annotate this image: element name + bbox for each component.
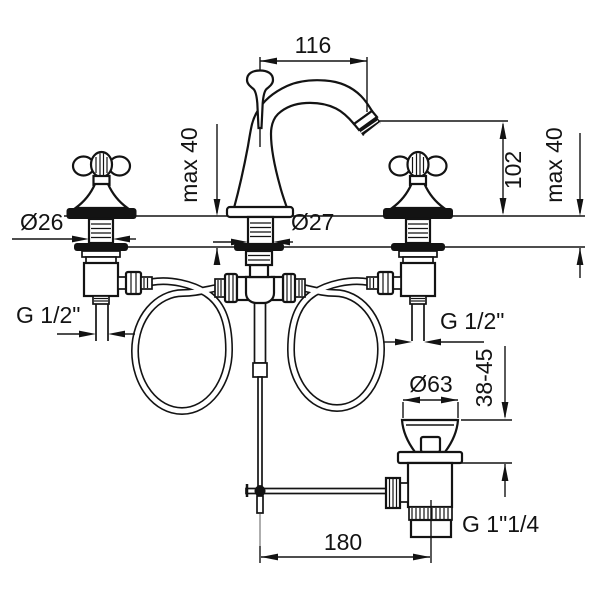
- dim-deck-max40-left: max 40: [176, 124, 221, 265]
- valve-port: [392, 276, 402, 290]
- spout-lower-shank: [244, 249, 274, 267]
- popup-guide-tube: [253, 300, 267, 364]
- rod-ball-joint: [254, 485, 266, 497]
- spout: [225, 69, 381, 267]
- dim-rod-offset-180: 180: [259, 500, 432, 563]
- tee-right-ferrule: [294, 278, 306, 298]
- dim-label-d26: Ø26: [20, 209, 63, 235]
- handle-bell: [72, 182, 131, 210]
- dim-spout-hole-d27: Ø27: [213, 209, 334, 246]
- valve-washer: [398, 250, 438, 258]
- valve-washer: [81, 250, 121, 258]
- dim-label-180: 180: [324, 529, 362, 555]
- left-handle: [66, 150, 137, 219]
- dim-label-g114: G 1"1/4: [462, 511, 539, 537]
- horizontal-rod: [245, 487, 387, 495]
- dim-label-d27: Ø27: [291, 209, 334, 235]
- waste-body: [406, 461, 454, 509]
- valve-body: [82, 261, 120, 298]
- valve-port-ferrule: [140, 276, 153, 290]
- handle-bell: [388, 182, 448, 210]
- popup-waste-drain: [384, 418, 464, 539]
- rod-collar: [252, 362, 268, 378]
- spout-flange: [234, 243, 284, 251]
- spout-body: [232, 79, 374, 210]
- handle-skirt: [66, 208, 137, 219]
- handle-skirt: [383, 208, 453, 219]
- dim-label-102: 102: [500, 151, 526, 189]
- valve-flange: [74, 243, 128, 251]
- valve-tail-thread: [409, 295, 427, 305]
- waste-plug-opening: [419, 435, 442, 454]
- dim-spout-reach-116: 116: [259, 32, 368, 112]
- tee-left-ferrule: [214, 278, 226, 298]
- right-handle: [383, 150, 453, 219]
- deck-lines: [64, 215, 585, 248]
- dim-waste-d63: Ø63: [402, 371, 459, 418]
- tee-neck: [248, 263, 270, 279]
- dim-label-max40-left: max 40: [176, 127, 202, 202]
- valve-tail-thread: [92, 295, 110, 305]
- right-valve: [366, 217, 445, 341]
- dim-thread-g12-right: G 1/2": [384, 308, 504, 346]
- dim-outlet-height-102: 102: [378, 120, 526, 215]
- tee-left-nut: [223, 272, 239, 304]
- dim-handle-hole-d26: Ø26: [12, 209, 136, 243]
- dim-label-g12-right: G 1/2": [440, 308, 504, 334]
- waste-rod-connector: [399, 482, 409, 503]
- valve-port: [117, 276, 127, 290]
- valve-shank: [404, 217, 432, 245]
- dim-label-g12-left: G 1/2": [16, 302, 80, 328]
- dim-label-38-45: 38-45: [471, 349, 497, 408]
- lift-rod-knob: [245, 69, 275, 130]
- valve-port-nut: [124, 270, 143, 296]
- dim-deck-max40-right: max 40: [541, 127, 584, 278]
- left-valve: [74, 217, 153, 341]
- center-tee-assembly: [214, 263, 387, 514]
- dim-label-max40-right: max 40: [541, 127, 567, 202]
- valve-flange: [391, 243, 445, 251]
- left-supply-hose: [130, 277, 234, 416]
- popup-rod: [257, 376, 263, 487]
- tee-right-nut: [281, 272, 297, 304]
- dim-clamp-range-38-45: 38-45: [455, 346, 512, 497]
- label-waste-thread: G 1"1/4: [462, 511, 539, 537]
- waste-flange: [396, 450, 464, 465]
- dim-thread-g12-left: G 1/2": [16, 302, 135, 338]
- tee-body: [244, 275, 276, 305]
- cross-arm-front: [406, 150, 430, 179]
- dim-label-d63: Ø63: [409, 371, 452, 397]
- right-supply-hose: [286, 277, 386, 413]
- dim-label-116: 116: [295, 32, 332, 58]
- spout-base-lip: [225, 205, 295, 219]
- valve-port-nut: [376, 270, 395, 296]
- valve-shank: [87, 217, 115, 245]
- rod-lower-stub: [256, 495, 264, 514]
- valve-body: [399, 261, 437, 298]
- cross-arm-front: [89, 150, 114, 179]
- valve-port-ferrule: [366, 276, 379, 290]
- spout-shank: [246, 215, 275, 246]
